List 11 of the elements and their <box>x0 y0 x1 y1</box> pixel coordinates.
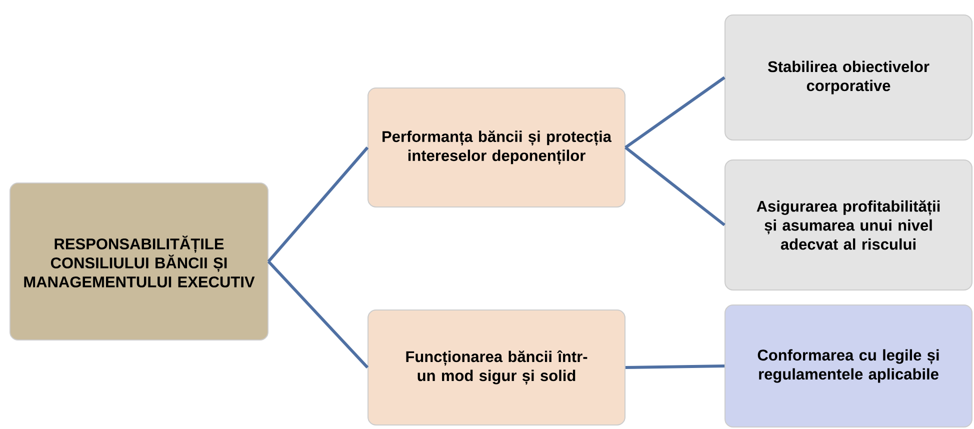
connector-line <box>267 260 369 369</box>
text-box: RESPONSABILITĂȚILE CONSILIULUI BĂNCII ȘI MANAGEMENTULUI EXECUTIV <box>10 182 268 340</box>
connector-line <box>624 146 726 226</box>
text-box: Conformarea cu legile și regulamentele aplicabile <box>724 304 972 428</box>
connector-line <box>267 146 369 262</box>
text-box: Asigurarea profitabilității și asumarea unui nivel adecvat al riscului <box>724 160 972 290</box>
text-box: Performanța băncii și protecția intereselor deponenților <box>368 88 626 208</box>
connector-line <box>625 364 725 369</box>
connector-line <box>624 76 726 149</box>
text-box: Stabilirea obiectivelor corporative <box>724 14 972 140</box>
text-box: Funcționarea băncii într-un mod sigur și solid <box>368 310 626 426</box>
